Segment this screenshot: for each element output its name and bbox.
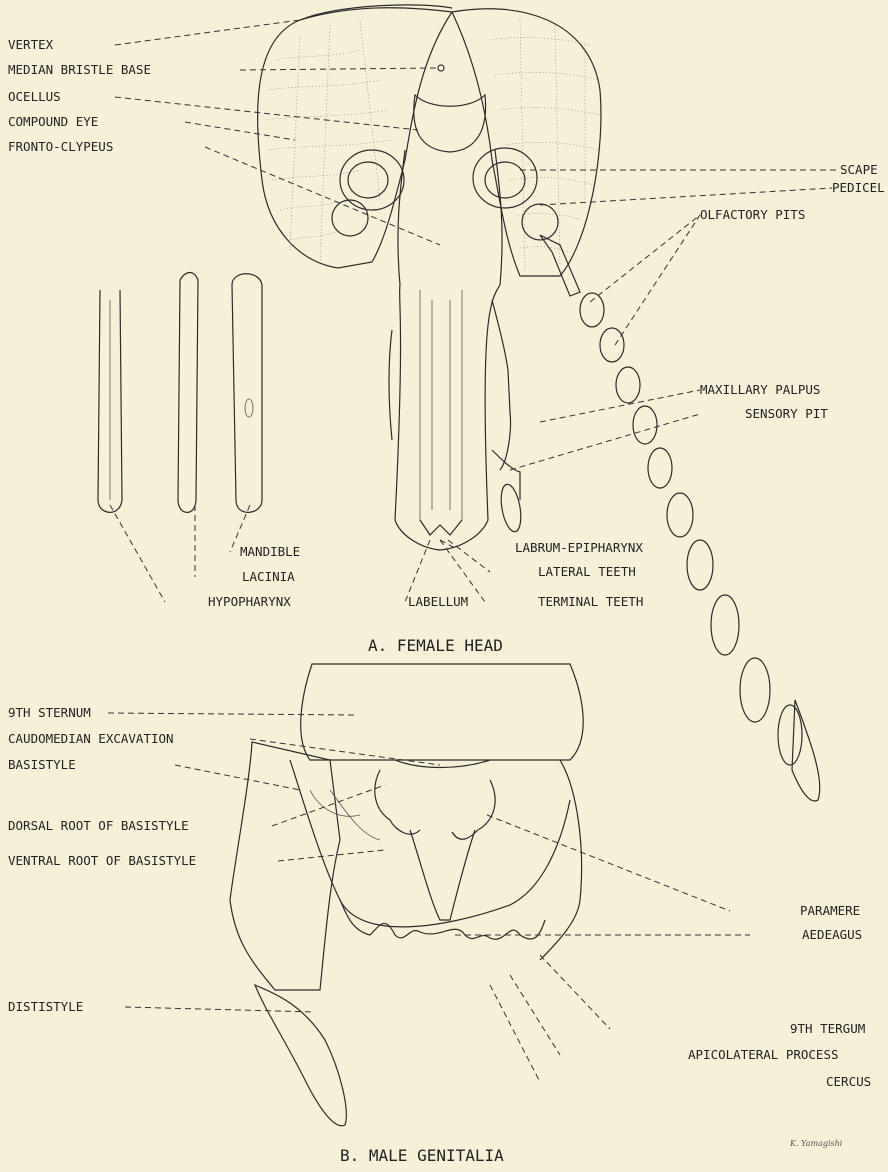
label-fronto-clypeus: FRONTO-CLYPEUS [8,139,113,154]
label-mandible: MANDIBLE [240,544,300,559]
label-ventral-root-of-basistyle: VENTRAL ROOT OF BASISTYLE [8,853,196,868]
label-dorsal-root-of-basistyle: DORSAL ROOT OF BASISTYLE [8,818,189,833]
label-ocellus: OCELLUS [8,89,61,104]
label-apicolateral-process: APICOLATERAL PROCESS [688,1047,839,1062]
label-olfactory-pits: OLFACTORY PITS [700,207,805,222]
left-compound-eye [258,8,452,268]
labrum-lines [420,290,462,520]
label-paramere: PARAMERE [800,903,860,918]
ocellus-area [414,95,486,152]
label-labrum-epipharynx: LABRUM-EPIPHARYNX [515,540,643,555]
mandible-drawing [232,274,262,513]
male-genitalia-drawing [108,664,750,1126]
label-cercus: CERCUS [826,1074,871,1089]
label-aedeagus: AEDEAGUS [802,927,862,942]
paramere-left [375,770,420,834]
ninth-tergum-outline [290,760,570,927]
label-lacinia: LACINIA [242,569,295,584]
label-vertex: VERTEX [8,37,54,52]
caption-male-genitalia: B. MALE GENITALIA [340,1146,504,1165]
terminal-teeth-drawing [420,520,462,535]
paramere-right [452,780,495,839]
right-basistyle [540,760,582,960]
label-pedicel: PEDICEL [832,180,885,195]
label-terminal-teeth: TERMINAL TEETH [538,594,643,609]
label-ninth-sternum: 9TH STERNUM [8,705,91,720]
lacinia-drawing [178,273,198,513]
aedeagus-outline [410,830,475,920]
label-ninth-tergum: 9TH TERGUM [790,1021,865,1036]
label-compound-eye: COMPOUND EYE [8,114,98,129]
label-maxillary-palpus: MAXILLARY PALPUS [700,382,820,397]
diststyle-drawing [255,985,346,1126]
label-caudomedian-excavation: CAUDOMEDIAN EXCAVATION [8,731,174,746]
labrum-inner [432,300,450,510]
label-labellum: LABELLUM [408,594,468,609]
label-hypopharynx: HYPOPHARYNX [208,594,291,609]
artist-signature: K. Yamagishi [789,1139,843,1148]
label-lateral-teeth: LATERAL TEETH [538,564,636,579]
median-bristle-base [438,65,444,71]
left-maxilla [389,330,392,440]
caption-female-head: A. FEMALE HEAD [368,636,503,655]
proboscis-outline [395,285,500,550]
maxillary-palpus-segment-1 [492,300,511,470]
label-sensory-pit: SENSORY PIT [745,406,828,421]
label-median-bristle-base: MEDIAN BRISTLE BASE [8,62,151,77]
mandible-pore [245,399,253,417]
label-scape: SCAPE [840,162,878,177]
label-basistyle: BASISTYLE [8,757,76,772]
ninth-sternum-outline [301,664,583,760]
ventral-root [330,790,380,840]
label-diststyle: DISTISTYLE [8,999,83,1014]
